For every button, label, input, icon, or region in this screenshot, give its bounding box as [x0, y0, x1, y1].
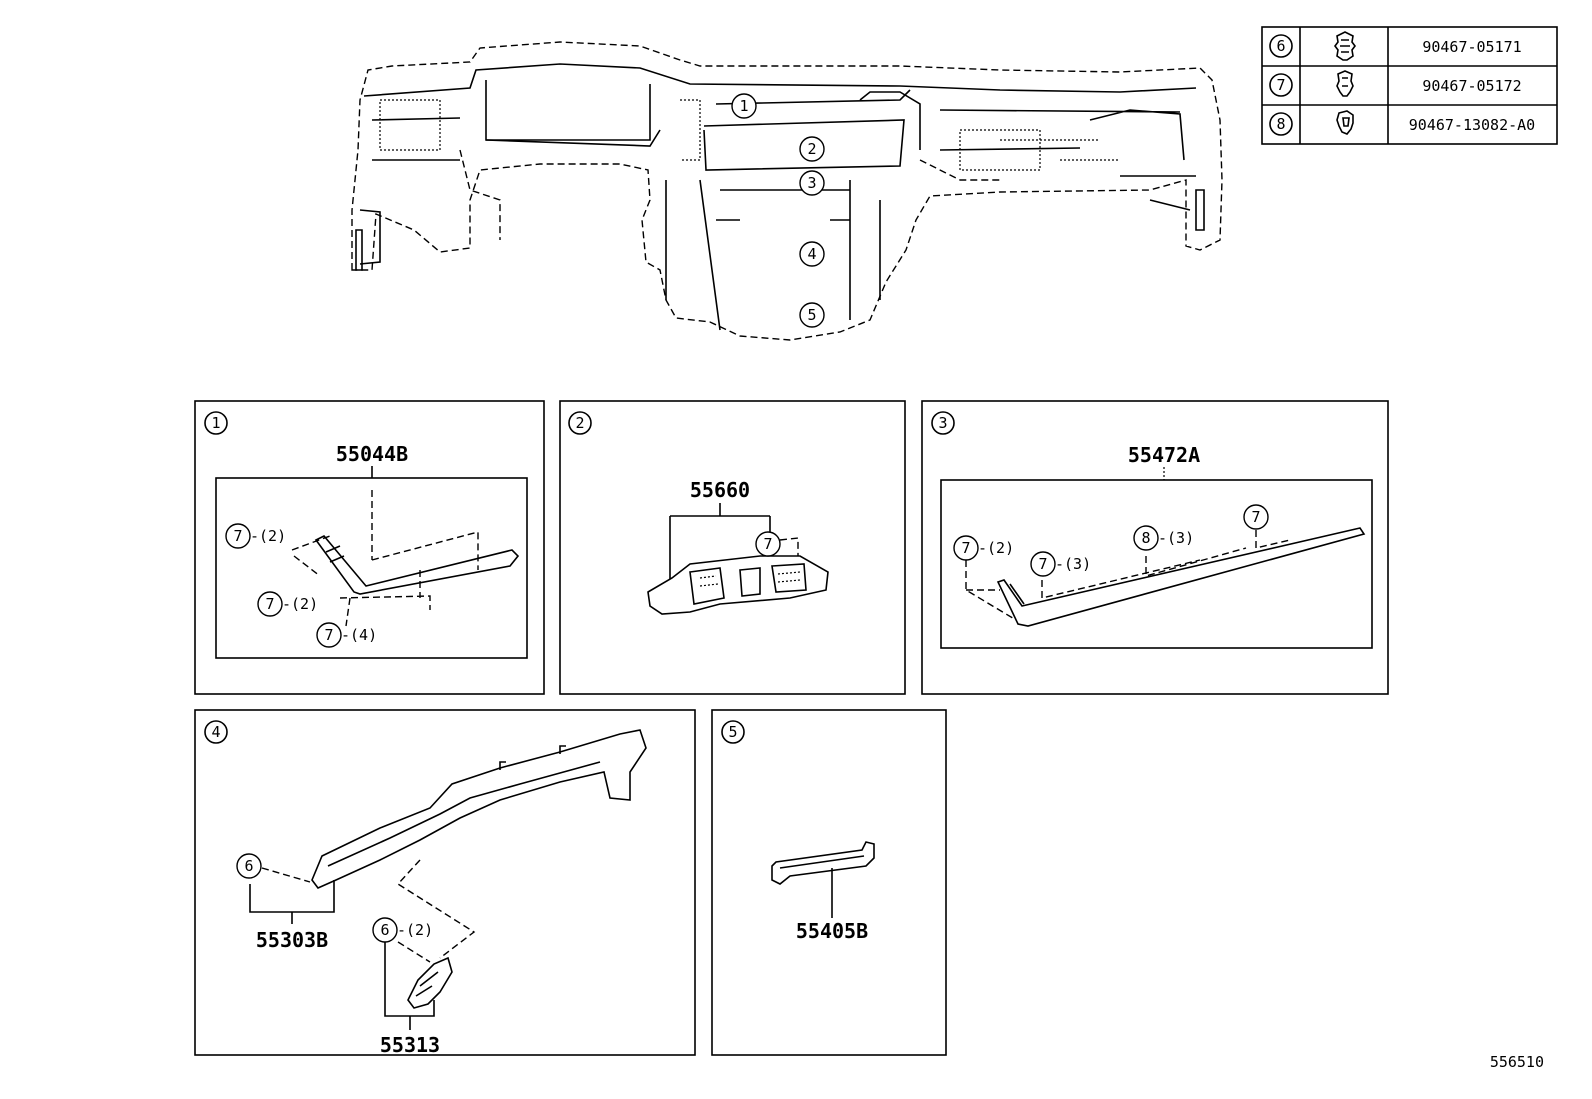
fastener-ref: 7 — [1276, 76, 1285, 94]
panel-ref: 1 — [211, 414, 220, 432]
drawing-id: 556510 — [1490, 1053, 1544, 1071]
part-number: 55405B — [796, 919, 868, 943]
overview-callout: 4 — [799, 241, 825, 267]
svg-text:7: 7 — [1038, 555, 1047, 573]
quantity: -(2) — [250, 527, 286, 545]
part-number: 90467-05171 — [1422, 38, 1521, 56]
part-number: 55313 — [380, 1033, 440, 1057]
fastener-ref: 8 — [1276, 115, 1285, 133]
callout-clip: 7 — [1243, 504, 1269, 530]
svg-text:4: 4 — [807, 245, 816, 263]
table-row: 7 90467-05172 — [1269, 70, 1522, 97]
overview-callout: 3 — [799, 170, 825, 196]
part-number: 55472A — [1128, 443, 1200, 467]
quantity: -(2) — [978, 539, 1014, 557]
svg-text:7: 7 — [763, 535, 772, 553]
clip-b-icon — [1336, 70, 1354, 97]
panel-ref: 4 — [211, 723, 220, 741]
clip-a-icon — [1334, 31, 1356, 61]
panel-ref: 3 — [938, 414, 947, 432]
svg-text:7: 7 — [324, 626, 333, 644]
callout-clip: 7 -(2) — [257, 591, 318, 617]
overview-callout: 1 — [731, 93, 757, 119]
svg-text:7: 7 — [233, 527, 242, 545]
table-row: 6 90467-05171 — [1269, 31, 1522, 61]
quantity: -(4) — [341, 626, 377, 644]
callout-clip: 7 -(2) — [953, 535, 1014, 561]
overview-callout: 2 — [799, 136, 825, 162]
svg-text:5: 5 — [807, 306, 816, 324]
quantity: -(2) — [282, 595, 318, 613]
detail-panel-5: 5 55405B — [711, 709, 947, 1056]
detail-panel-4: 4 55303B 55313 6 6 -(2) — [194, 709, 696, 1057]
detail-panel-3: 3 55472A 7 -(2) 7 -(3) 8 -(3) 7 — [921, 400, 1389, 695]
svg-text:2: 2 — [807, 140, 816, 158]
detail-panel-1: 1 55044B 7 -(2) 7 -(2) 7 -(4) — [194, 400, 545, 695]
clip-c-icon — [1336, 110, 1354, 135]
part-number: 55660 — [690, 478, 750, 502]
callout-clip: 7 -(2) — [225, 523, 286, 549]
svg-text:7: 7 — [265, 595, 274, 613]
svg-text:7: 7 — [1251, 508, 1260, 526]
part-number: 90467-13082-A0 — [1409, 116, 1535, 134]
callout-clip: 7 -(4) — [316, 622, 377, 648]
svg-text:6: 6 — [244, 857, 253, 875]
svg-text:3: 3 — [807, 174, 816, 192]
svg-text:7: 7 — [961, 539, 970, 557]
callout-clip: 7 — [755, 531, 781, 557]
panel-ref: 2 — [575, 414, 584, 432]
callout-clip: 6 — [236, 853, 262, 879]
dashboard-overview-drawing: 1 2 3 4 5 — [351, 41, 1223, 341]
quantity: -(3) — [1158, 529, 1194, 547]
svg-text:8: 8 — [1141, 529, 1150, 547]
overview-callout: 5 — [799, 302, 825, 328]
callout-clip: 6 -(2) — [372, 917, 433, 943]
quantity: -(2) — [397, 921, 433, 939]
table-row: 8 90467-13082-A0 — [1269, 110, 1535, 136]
quantity: -(3) — [1055, 555, 1091, 573]
callout-clip: 8 -(3) — [1133, 525, 1194, 551]
panel-ref: 5 — [728, 723, 737, 741]
part-number: 55044B — [336, 442, 408, 466]
fastener-table: 6 90467-05171 7 90467-05172 8 — [1261, 26, 1558, 145]
fastener-ref: 6 — [1276, 37, 1285, 55]
detail-panel-2: 2 55660 7 — [559, 400, 906, 695]
part-number: 55303B — [256, 928, 328, 952]
svg-text:6: 6 — [380, 921, 389, 939]
part-number: 90467-05172 — [1422, 77, 1521, 95]
svg-text:1: 1 — [739, 97, 748, 115]
callout-clip: 7 -(3) — [1030, 551, 1091, 577]
